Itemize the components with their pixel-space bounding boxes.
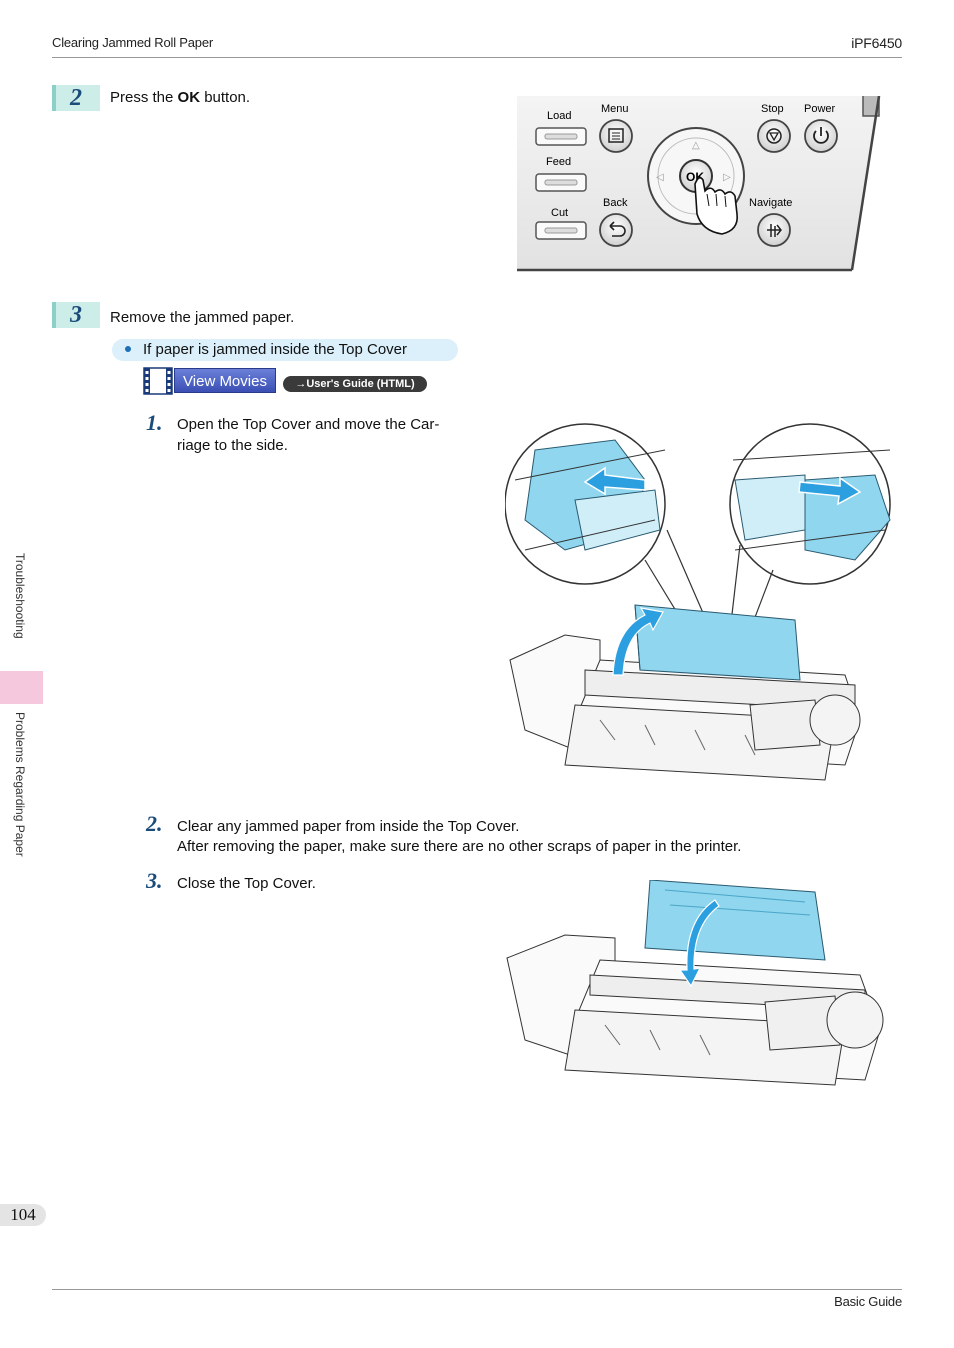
printer-body — [509, 604, 861, 781]
power-label: Power — [804, 103, 836, 115]
substep-1-number: 1. — [146, 410, 163, 435]
condition-bullet — [112, 339, 458, 361]
step-2-ok-word: OK — [177, 89, 201, 106]
substep-2-line2: After removing the paper, make sure ther… — [177, 838, 742, 855]
substep-2-number: 2. — [146, 811, 163, 836]
running-header-title: Clearing Jammed Roll Paper — [52, 35, 213, 50]
footer-rule — [52, 1289, 902, 1290]
substep-1-line1: Open the Top Cover and move the Car- — [177, 416, 440, 433]
printer-close-cover-illustration — [506, 880, 884, 1086]
bullet-icon — [125, 346, 131, 352]
substep-2-line1: Clear any jammed paper from inside the T… — [177, 818, 520, 835]
sidebar-section: Troubleshooting — [13, 553, 27, 639]
load-button — [535, 127, 587, 146]
users-guide-link[interactable]: →User's Guide (HTML) — [283, 376, 427, 392]
cut-button — [535, 221, 587, 240]
substep-3-line1: Close the Top Cover. — [177, 875, 316, 892]
cut-label: Cut — [551, 207, 568, 219]
pointing-hand-icon — [694, 176, 739, 235]
step-2-number: 2 — [52, 85, 100, 111]
open-cover-arrow-icon — [612, 607, 664, 676]
substep-3-number: 3. — [146, 868, 163, 893]
condition-text: If paper is jammed inside the Top Cover — [143, 341, 408, 358]
svg-text:◁: ◁ — [656, 172, 664, 183]
view-movies-button[interactable]: View Movies — [174, 368, 276, 393]
step-3-instruction: Remove the jammed paper. — [110, 309, 295, 326]
stop-button-icon — [757, 119, 791, 153]
menu-label: Menu — [601, 103, 629, 115]
printer-open-cover-illustration — [505, 423, 891, 781]
carriage-detail-right — [732, 449, 891, 561]
sidebar-tab-marker — [0, 671, 43, 704]
back-button-icon — [599, 213, 633, 247]
move-left-arrow-icon — [583, 466, 646, 496]
running-footer-title: Basic Guide — [834, 1294, 902, 1309]
header-rule — [52, 57, 902, 58]
feed-label: Feed — [546, 156, 571, 168]
feed-button — [535, 173, 587, 192]
sidebar-subsection: Problems Regarding Paper — [13, 712, 27, 857]
substep-1-line2: riage to the side. — [177, 437, 288, 454]
navigate-label: Navigate — [749, 197, 792, 209]
stop-label: Stop — [761, 103, 784, 115]
svg-text:▷: ▷ — [723, 172, 731, 183]
back-label: Back — [603, 197, 628, 209]
printer-body-closing — [506, 880, 884, 1086]
load-label: Load — [547, 110, 571, 122]
close-cover-arrow-icon — [678, 899, 720, 988]
running-header-model: iPF6450 — [851, 35, 902, 51]
move-right-arrow-icon — [798, 476, 862, 506]
control-panel-illustration: Load Feed Cut Menu Back △ ◁ ▷ OK Stop Po… — [517, 96, 881, 272]
step-2-instruction: Press the OK button. — [110, 89, 250, 106]
svg-text:△: △ — [692, 140, 700, 151]
step-3-number: 3 — [52, 302, 100, 328]
step-2-text-post: button. — [200, 89, 251, 106]
step-2-text-pre: Press the — [110, 89, 178, 106]
film-strip-icon — [143, 367, 173, 395]
carriage-detail-left — [514, 439, 666, 551]
page-number: 104 — [0, 1204, 46, 1226]
